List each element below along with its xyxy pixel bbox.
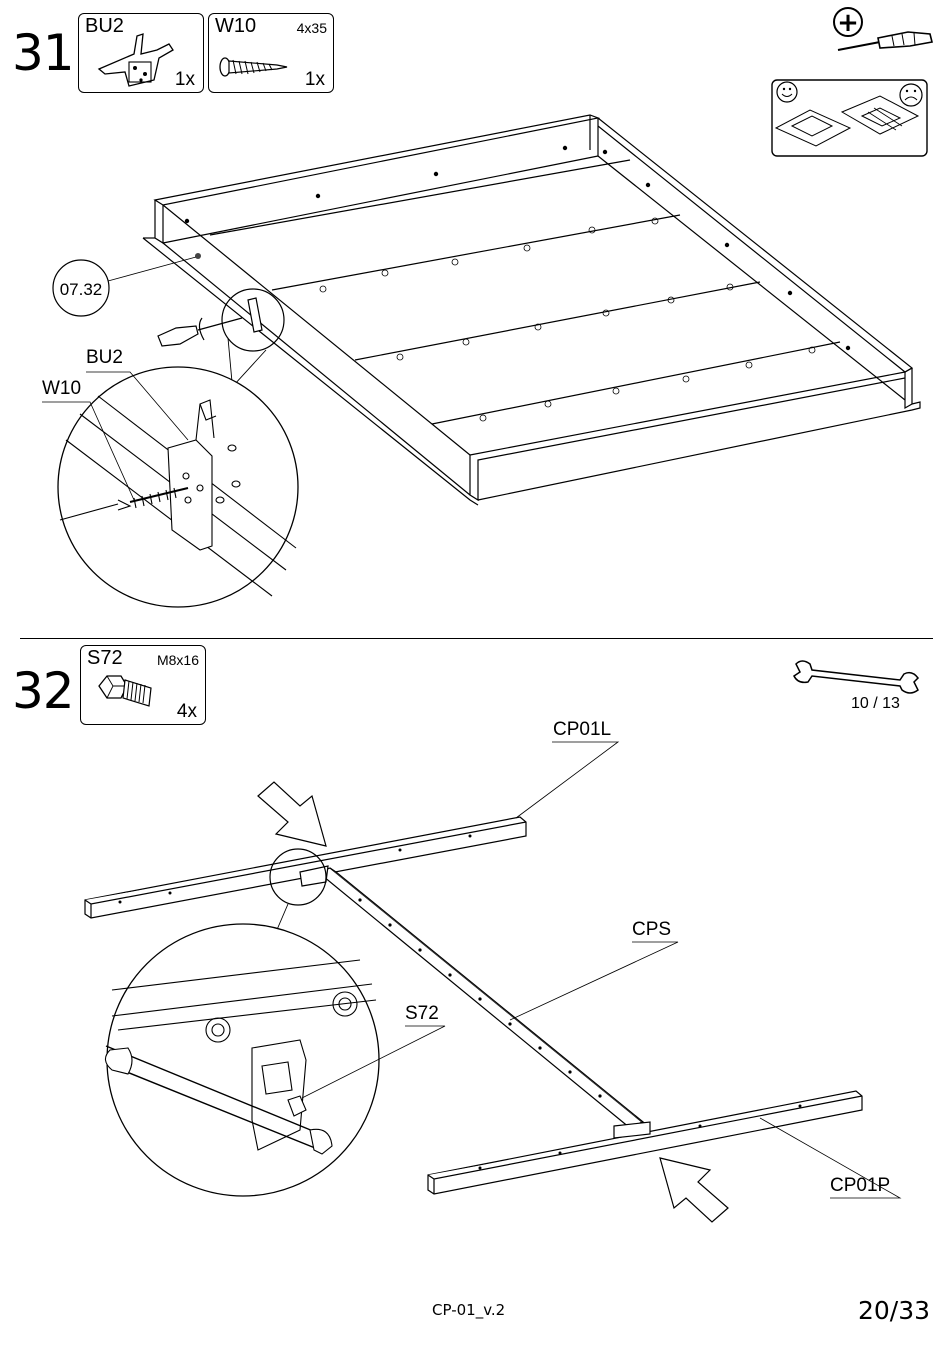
footer-doc-id: CP-01_v.2 [432,1301,505,1319]
arrow-indicator-bottom [660,1158,728,1222]
callout-cps: CPS [632,919,671,941]
zoom-detail-circle [107,924,379,1196]
arrow-indicator-top [258,782,326,846]
rail-cp01p [428,1091,862,1194]
callout-cp01p: CP01P [830,1175,890,1197]
footer-page-number: 20/33 [858,1296,930,1325]
callout-cp01l: CP01L [553,719,611,741]
callout-s72: S72 [405,1003,439,1025]
